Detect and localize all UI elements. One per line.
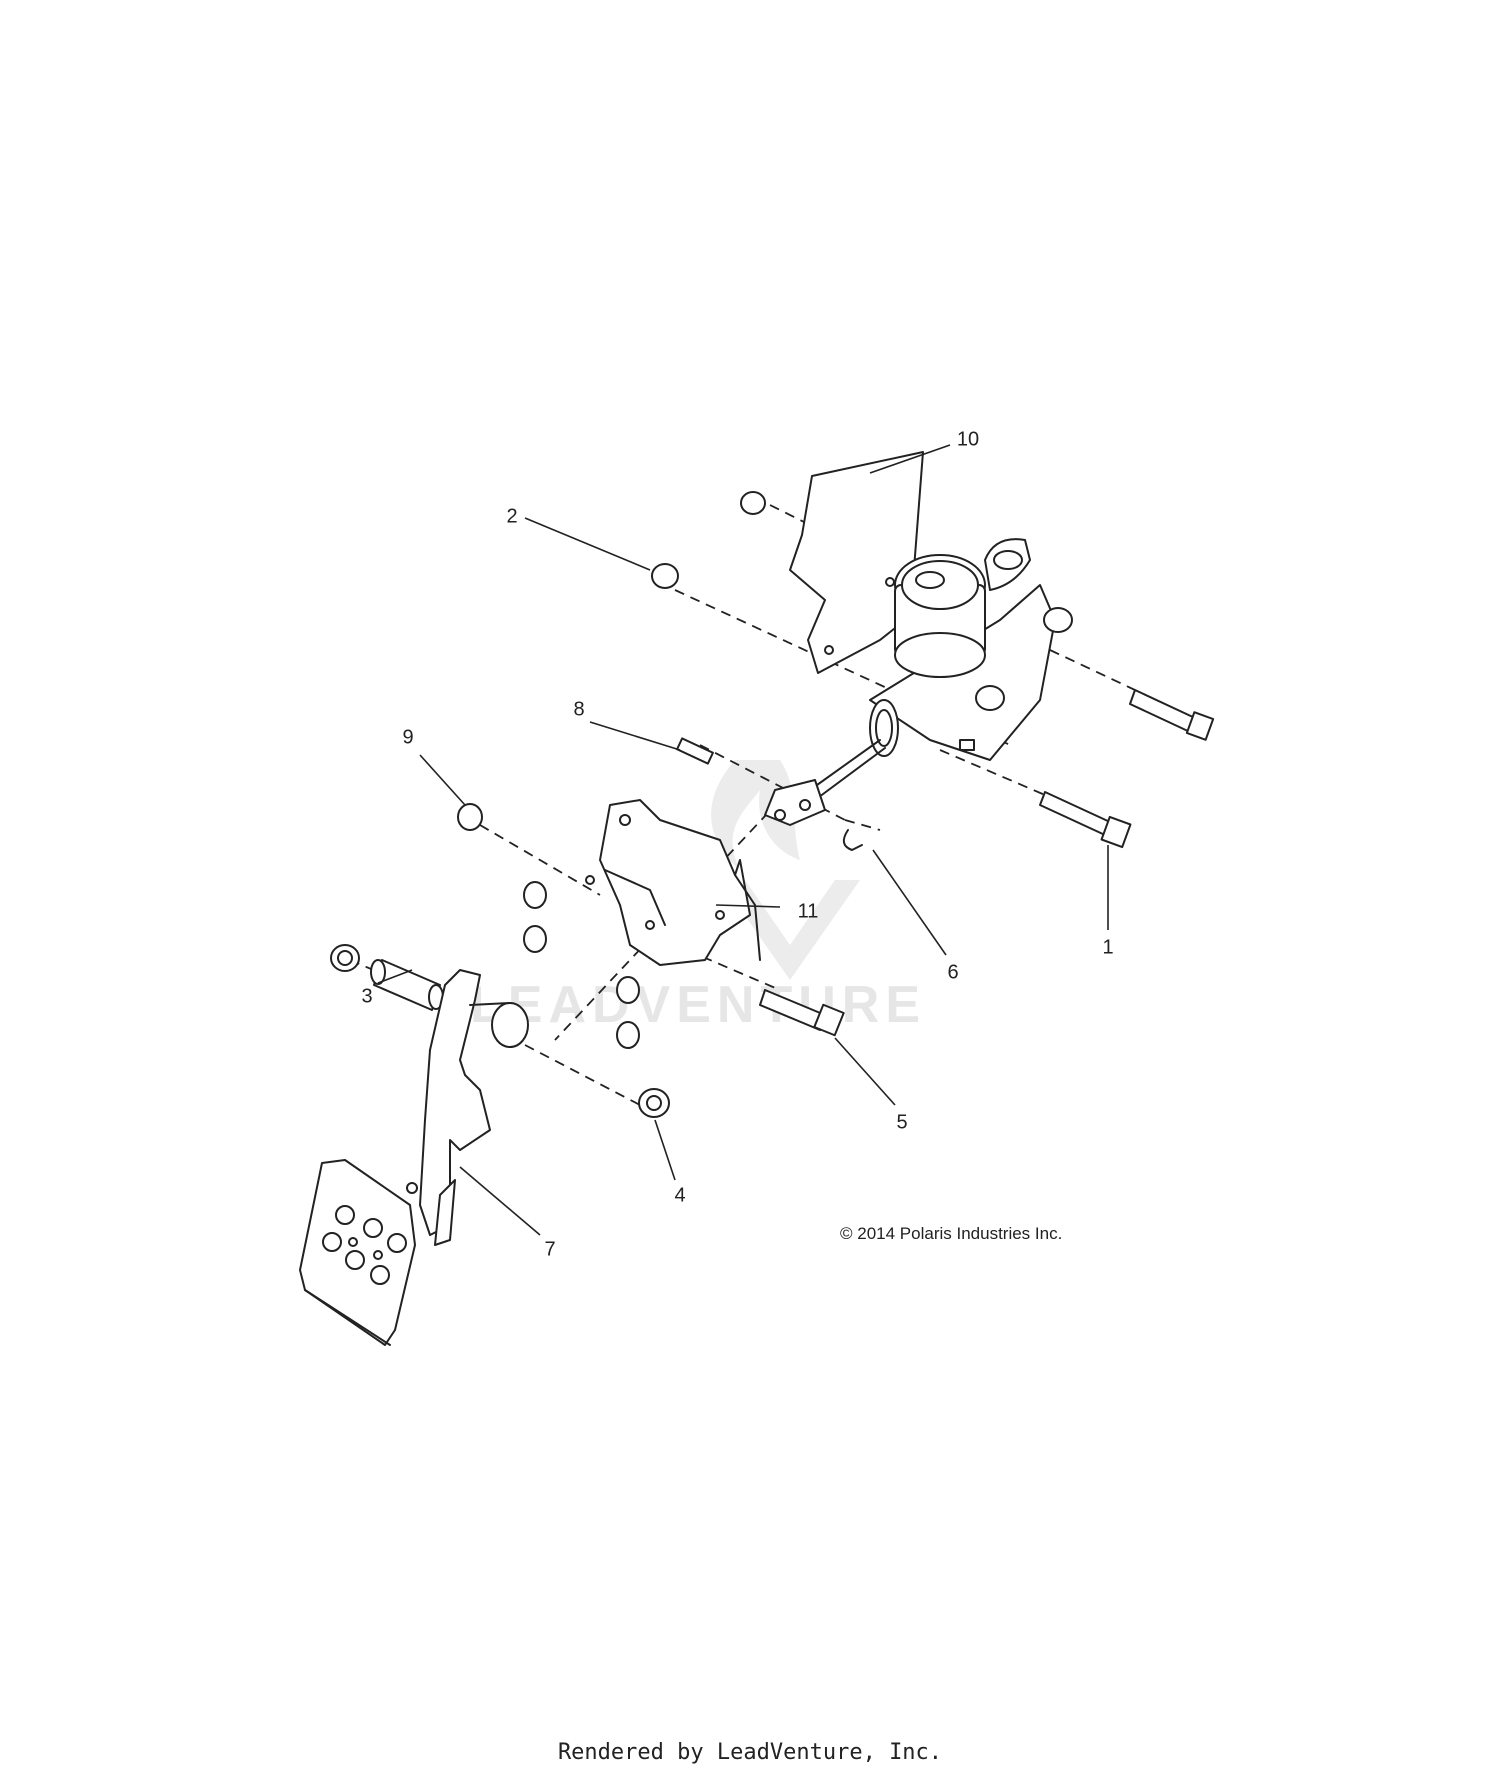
pedal-bracket	[585, 799, 761, 966]
bracket-nuts	[523, 881, 640, 1049]
callout-6: 6	[947, 961, 958, 983]
bolt-1	[1039, 791, 1132, 849]
bushing-3	[370, 959, 444, 1011]
callout-9: 9	[402, 726, 413, 748]
nut-2	[651, 563, 679, 589]
rendered-by-footer: Rendered by LeadVenture, Inc.	[557, 1740, 943, 1765]
clevis	[764, 779, 826, 826]
watermark-text: LEADVENTURE	[470, 976, 926, 1034]
nut-top	[740, 491, 766, 515]
bolt-upper	[1129, 689, 1215, 741]
washer-4	[638, 1088, 670, 1118]
master-cylinder	[809, 538, 1073, 801]
leader-lines	[377, 444, 1109, 1236]
bolt-5	[759, 989, 845, 1037]
callout-5: 5	[896, 1111, 907, 1133]
callout-7: 7	[544, 1238, 555, 1260]
callout-8: 8	[573, 698, 584, 720]
callout-1: 1	[1102, 936, 1113, 958]
brake-pedal-7	[299, 969, 529, 1346]
clip-6	[842, 829, 863, 851]
callout-10: 10	[957, 428, 979, 450]
copyright-notice: © 2014 Polaris Industries Inc.	[840, 1224, 1062, 1243]
plate-shield	[789, 451, 924, 674]
callout-11: 11	[798, 900, 819, 922]
nut-9	[457, 803, 483, 831]
callout-4: 4	[674, 1184, 685, 1206]
clevis-pin-8	[676, 737, 714, 765]
callout-3: 3	[361, 985, 372, 1007]
callout-2: 2	[506, 505, 517, 527]
washer-left	[330, 944, 360, 972]
